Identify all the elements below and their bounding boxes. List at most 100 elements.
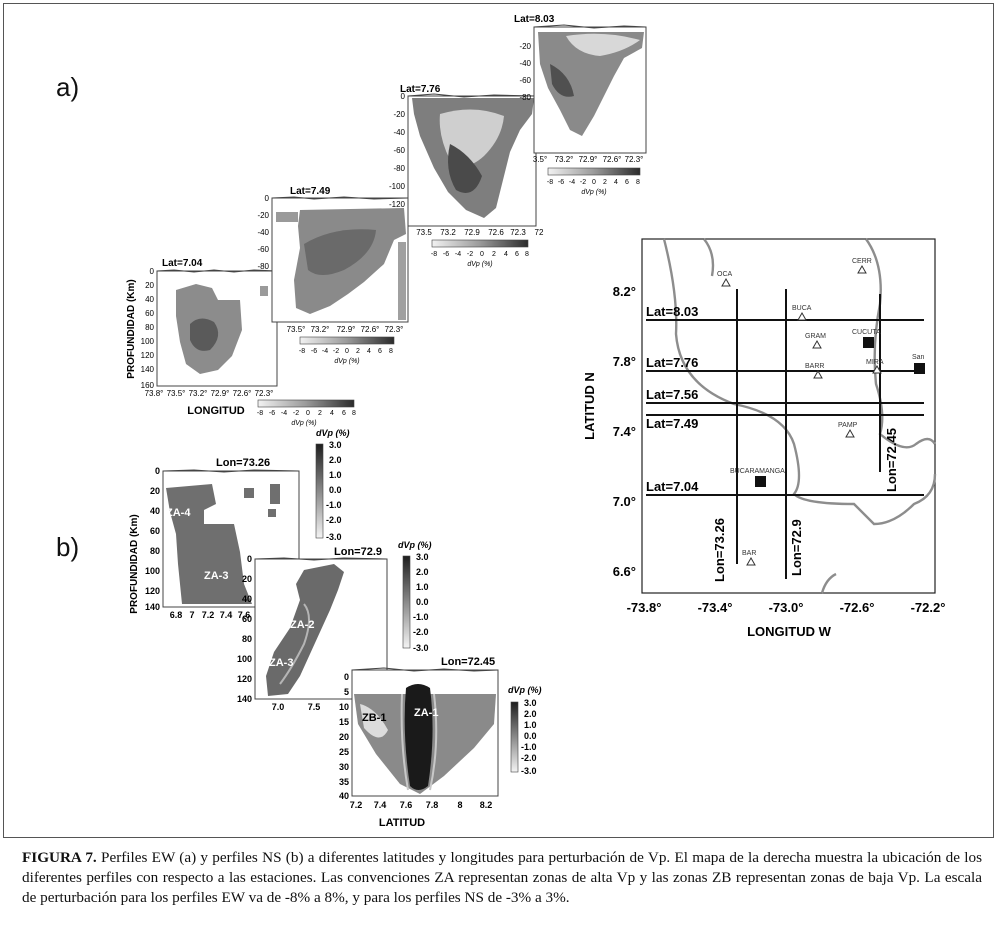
zone-label: ZA-2 (290, 619, 314, 631)
lon-tick: 73.2° (311, 325, 330, 334)
depth-tick: 60 (242, 614, 252, 624)
lat-tick: 8.2 (480, 800, 493, 810)
lon-tick: 72.9° (579, 155, 598, 164)
station-label: BARR (805, 363, 824, 370)
lat-tick: 7.5 (308, 702, 321, 712)
lon-tick: 72.9° (337, 325, 356, 334)
lon-tick: 72.6° (233, 389, 252, 398)
colorbar-tick: 0 (306, 410, 310, 417)
lat-tick: 7.4 (220, 610, 233, 620)
map-lat-tick: 7.0° (613, 494, 636, 509)
lat-tick: 7.4 (374, 800, 387, 810)
lat-tick: 7.2 (202, 610, 215, 620)
depth-tick: 100 (141, 337, 155, 346)
station-label: BUCA (792, 305, 812, 312)
depth-tick: 120 (237, 674, 252, 684)
colorbar-tick: 2.0 (416, 567, 429, 577)
colorbar-tick: -2 (580, 179, 586, 186)
colorbar-tick: 6 (342, 410, 346, 417)
station-label: MIRA (866, 359, 884, 366)
ns-title: Lon=72.45 (441, 656, 495, 668)
colorbar-tick: -6 (269, 410, 275, 417)
depth-tick: -20 (257, 211, 269, 220)
colorbar-tick: 2 (318, 410, 322, 417)
caption-text: Perfiles EW (a) y perfiles NS (b) a dife… (22, 849, 982, 906)
colorbar-tick: -6 (558, 179, 564, 186)
map-xlabel: LONGITUD W (747, 624, 831, 639)
lon-line-label: Lon=72.45 (884, 428, 899, 492)
colorbar (299, 336, 395, 345)
lon-tick: 72.6° (603, 155, 622, 164)
depth-tick: 40 (339, 791, 349, 801)
map-lon-tick: -73.4° (698, 600, 733, 615)
lat-tick: 8 (457, 800, 462, 810)
lat-tick: 6.8 (170, 610, 183, 620)
colorbar-tick: 0 (345, 348, 349, 355)
colorbar-tick: -4 (281, 410, 287, 417)
ew-title: Lat=7.76 (400, 84, 441, 95)
lon-tick: 72.3° (385, 325, 404, 334)
station-triangle-icon (872, 364, 882, 374)
city-square-icon (914, 363, 925, 374)
depth-tick: -20 (393, 110, 405, 119)
depth-tick: 80 (150, 546, 160, 556)
ew-profile-lat-8-03: Lat=8.03 -20 -40 -60 -80 3.5° 73.2° 72.9… (514, 14, 647, 196)
lon-tick: 73.8° (145, 389, 164, 398)
colorbar-tick: 8 (389, 348, 393, 355)
map-lon-tick: -73.8° (627, 600, 662, 615)
colorbar-tick: 2 (603, 179, 607, 186)
colorbar-tick: -8 (257, 410, 263, 417)
colorbar (510, 701, 519, 773)
map-lon-tick: -73.0° (769, 600, 804, 615)
colorbar-tick: 2.0 (329, 455, 342, 465)
depth-tick: 0 (247, 554, 252, 564)
station-triangle-icon (845, 428, 855, 438)
station-triangle-icon (812, 339, 822, 349)
depth-tick: -60 (393, 146, 405, 155)
xlabel: LONGITUD (187, 405, 244, 417)
colorbar-tick: 4 (330, 410, 334, 417)
lon-tick: 72.3° (625, 155, 644, 164)
ns-profile-lon-72-45: Lon=72.45 ZB-1 ZA-1 0 5 10 15 20 25 30 3… (339, 656, 542, 829)
ew-profile-lat-7-04: Lat=7.04 0 20 40 60 80 100 120 140 160 7… (126, 258, 356, 427)
station-triangle-icon (746, 556, 756, 566)
colorbar-tick: 6 (515, 251, 519, 258)
depth-tick: -60 (519, 76, 531, 85)
lat-tick: 7.6 (238, 610, 251, 620)
map-lon-tick: -72.2° (911, 600, 946, 615)
depth-tick: -60 (257, 245, 269, 254)
colorbar (315, 443, 324, 539)
ylabel: PROFUNDIDAD (Km) (129, 514, 140, 613)
colorbar-tick: -1.0 (413, 612, 429, 622)
colorbar-tick: -4 (569, 179, 575, 186)
colorbar-tick: -8 (299, 348, 305, 355)
ew-title: Lat=7.04 (162, 258, 203, 269)
lat-tick: 7 (189, 610, 194, 620)
lon-tick: 73.2° (555, 155, 574, 164)
depth-tick: 160 (141, 381, 155, 390)
colorbar-tick: -4 (455, 251, 461, 258)
map-lat-tick: 7.8° (613, 354, 636, 369)
colorbar-tick: -2.0 (326, 515, 342, 525)
colorbar-tick: 4 (614, 179, 618, 186)
colorbar-tick: 4 (504, 251, 508, 258)
lon-tick: 72.9 (464, 228, 480, 237)
xlabel: LATITUD (379, 817, 425, 829)
colorbar-label: dVp (%) (316, 428, 350, 438)
figure-caption: FIGURA 7. Perfiles EW (a) y perfiles NS … (22, 848, 982, 908)
ylabel: PROFUNDIDAD (Km) (126, 279, 137, 378)
city-label: San (912, 354, 925, 361)
ns-title: Lon=72.9 (334, 546, 382, 558)
lat-tick: 7.8 (426, 800, 439, 810)
panel-b-label: b) (56, 532, 80, 562)
colorbar-label: dVp (%) (581, 189, 606, 196)
depth-tick: 25 (339, 747, 349, 757)
depth-tick: 60 (150, 526, 160, 536)
depth-tick: 80 (242, 634, 252, 644)
lon-tick: 73.5 (416, 228, 432, 237)
location-map: Lat=8.03 Lat=7.76 Lat=7.56 Lat=7.49 Lat=… (582, 238, 946, 639)
colorbar-tick: -2.0 (413, 627, 429, 637)
lat-tick: 7.0 (272, 702, 285, 712)
depth-tick: 10 (339, 702, 349, 712)
colorbar-tick: -2 (293, 410, 299, 417)
